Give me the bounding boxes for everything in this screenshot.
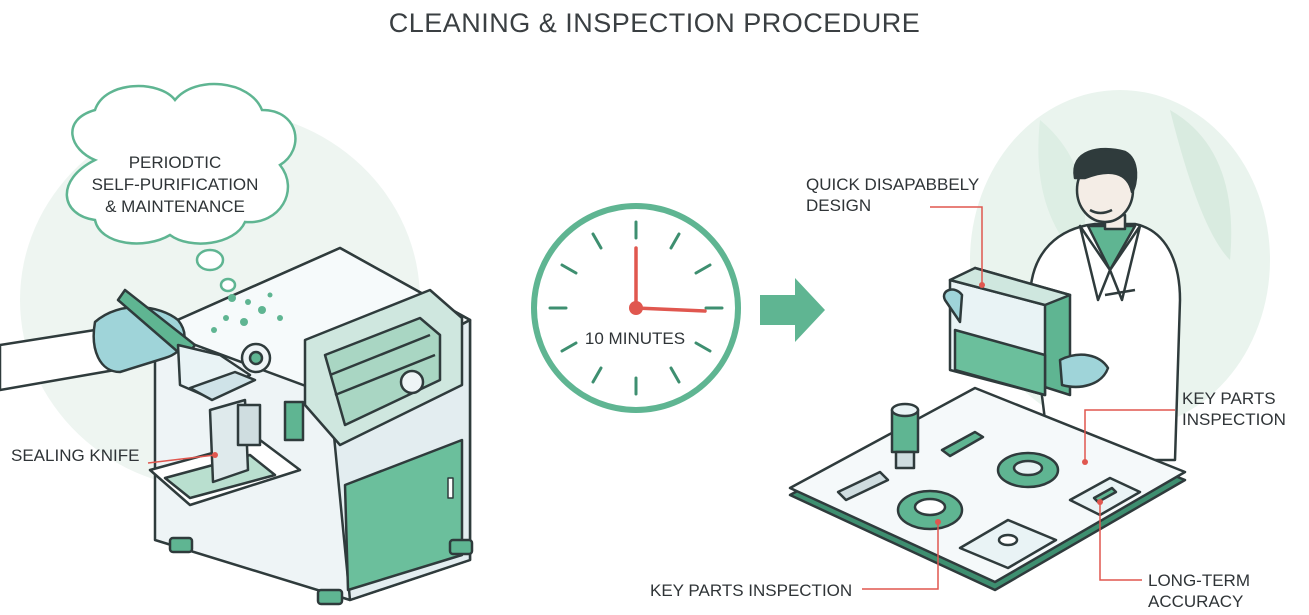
technician xyxy=(1028,147,1182,462)
clock xyxy=(531,203,741,413)
quick-design-marker xyxy=(979,282,985,288)
clock-hand-hour xyxy=(634,306,707,313)
long-term-line: LONG-TERM xyxy=(1148,571,1250,590)
packaging-machine xyxy=(148,246,474,606)
inspection-plate xyxy=(788,386,1187,592)
flow-arrow-icon xyxy=(760,278,825,342)
quick-design-label: QUICK DISAPABBELY DESIGN xyxy=(806,174,979,216)
leaf-decoration xyxy=(1038,120,1085,260)
long-term-line: ACCURACY xyxy=(1148,592,1244,611)
sealing-knife-marker xyxy=(212,452,218,458)
plate-callout-leaders xyxy=(862,409,1175,590)
key-parts-right-line: INSPECTION xyxy=(1182,410,1286,429)
quick-design-leader xyxy=(930,206,983,285)
cloud-caption-line: PERIODTIC xyxy=(128,153,222,172)
leaf-decoration xyxy=(1170,110,1232,260)
quick-design-line: DESIGN xyxy=(806,196,872,215)
cloud-caption-line: & MAINTENANCE xyxy=(105,197,245,216)
removable-modules xyxy=(942,266,1110,397)
key-parts-right-label: KEY PARTS INSPECTION xyxy=(1182,388,1286,430)
key-parts-bottom-label: KEY PARTS INSPECTION xyxy=(650,581,853,600)
clock-center xyxy=(629,301,643,315)
sealing-knife-label: SEALING KNIFE xyxy=(11,446,140,465)
key-parts-right-line: KEY PARTS xyxy=(1182,389,1276,408)
long-term-accuracy-label: LONG-TERM ACCURACY xyxy=(1148,570,1250,612)
clock-label: 10 MINUTES xyxy=(584,329,686,348)
gloved-hand-with-brush xyxy=(0,288,257,402)
cloud-caption-line: SELF-PURIFICATION xyxy=(91,175,259,194)
cleaning-droplets xyxy=(211,292,283,333)
plate-callout-markers xyxy=(935,459,1103,525)
clock-ticks xyxy=(548,220,724,396)
cloud-caption: PERIODTIC SELF-PURIFICATION & MAINTENANC… xyxy=(70,152,280,218)
quick-design-line: QUICK DISAPABBELY xyxy=(806,175,980,194)
thought-cloud xyxy=(65,82,297,293)
sealing-knife-leader xyxy=(147,454,216,464)
page-title: CLEANING & INSPECTION PROCEDURE xyxy=(388,8,921,38)
